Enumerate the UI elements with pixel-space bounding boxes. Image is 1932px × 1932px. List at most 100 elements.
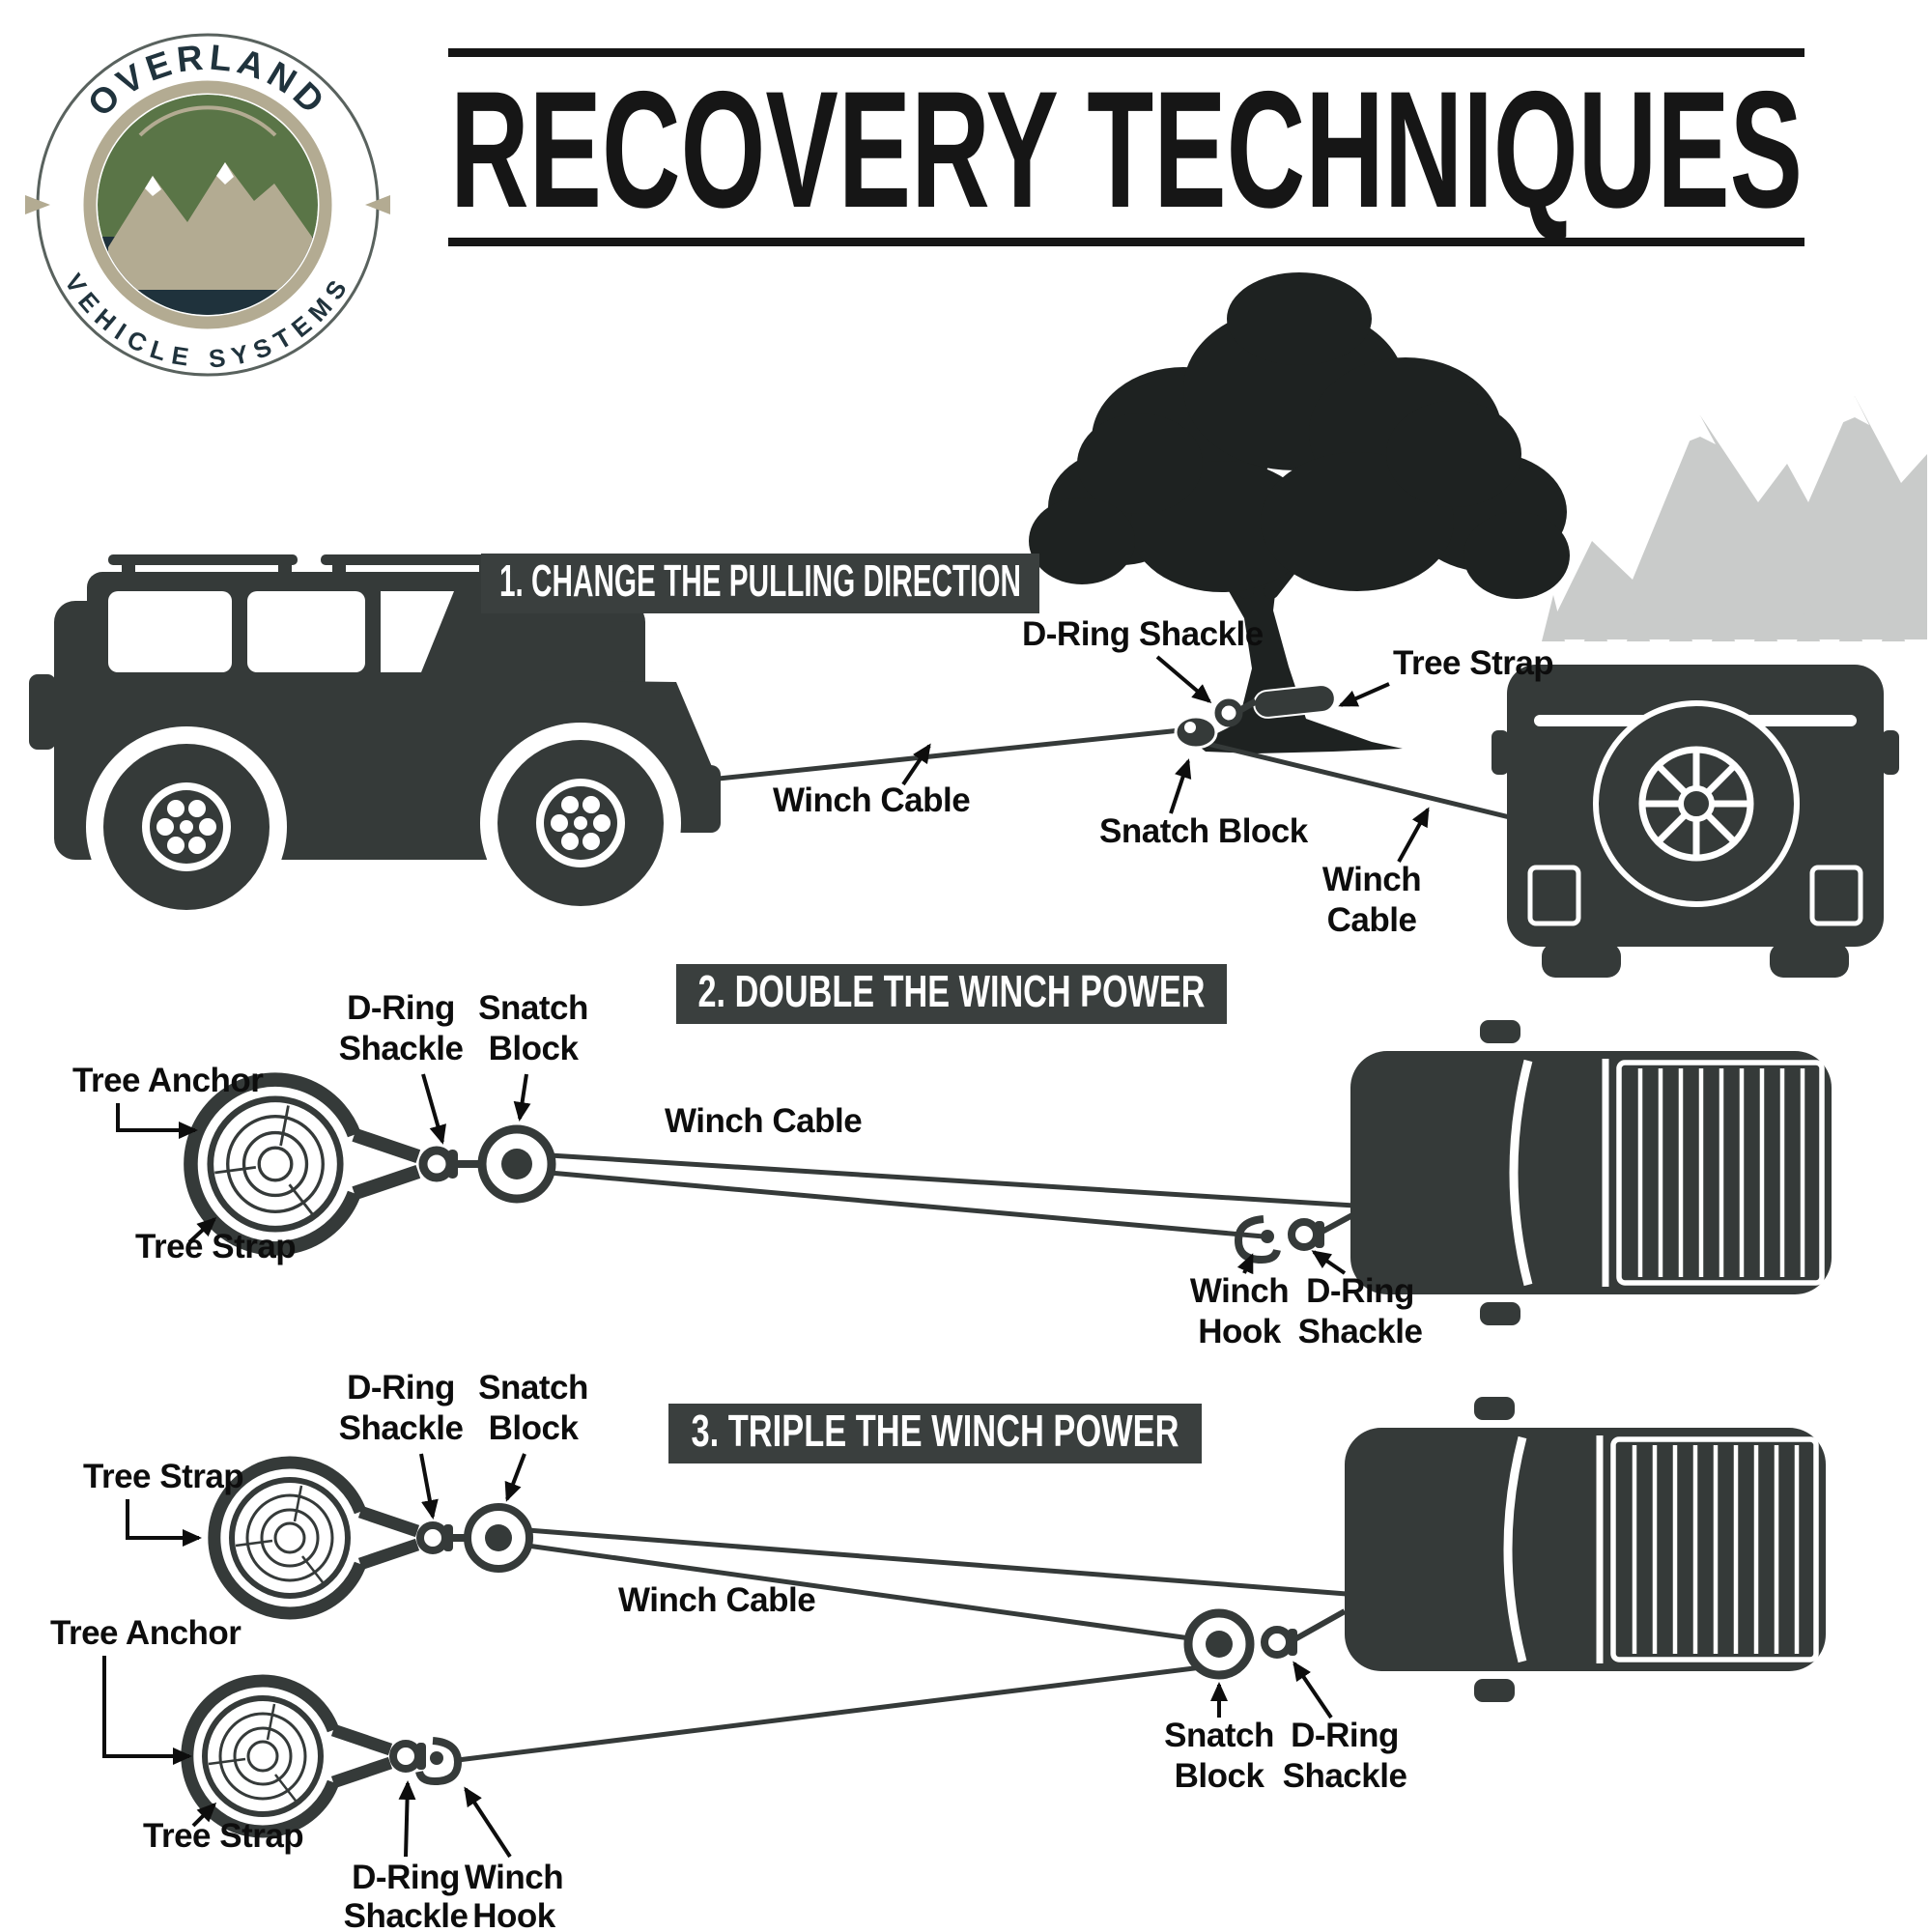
rear-bumper [29,674,56,750]
label-tree-anchor: Tree Anchor [72,1062,264,1099]
pointer-arrow [419,1453,439,1520]
label-winch-cable: Winch Cable [665,1102,862,1140]
jeep-rear-wheel [86,726,287,927]
logo-badge [98,95,318,315]
snatch-block-sheave [485,1524,512,1551]
section1-heading: 1. CHANGE THE PULLING DIRECTION [499,555,1021,606]
d-ring-shackle-icon [416,1521,449,1554]
section3-banner [668,1404,1202,1463]
winch-cable-line [526,1543,1191,1641]
winch-cable-line-1 [718,727,1181,781]
pointer-arrow [504,1453,526,1502]
pointer-arrow [1397,807,1430,863]
pointer-arrow [464,1786,512,1859]
label-d-ring-top-line2: Shackle [339,1409,464,1447]
label-tree-strap-bottom: Tree Strap [143,1817,303,1855]
shackle-pin [416,1743,426,1770]
label-snatch-top-line1: Snatch [478,1369,588,1406]
pointer-arrow [901,743,931,786]
pointer-arrow [1155,655,1212,703]
winch-cable-line [457,1664,1203,1763]
truck-snatch-assembly [1183,1608,1347,1680]
page-title: RECOVERY TECHNIQUES [450,57,1803,242]
tree-trunk [1196,576,1403,753]
label-winch-cable: Winch Cable [773,781,970,819]
label-d-ring-truck-line2: Shackle [1298,1313,1423,1350]
winch-cable-line [526,1527,1348,1597]
section2-banner [676,964,1227,1024]
pointer-arrow [1169,758,1192,814]
roof-rack-foot [122,565,135,575]
pointer-elbow [126,1499,202,1547]
logo-left-triangle-icon [25,195,50,214]
strap-link [1238,697,1258,714]
section3-heading: 3. TRIPLE THE WINCH POWER [692,1406,1179,1456]
jeep-front-wheel [480,723,681,923]
label-snatch-top-line2: Block [489,1409,580,1447]
label-d-ring-truck-line1: D-Ring [1291,1717,1399,1754]
section2-heading: 2. DOUBLE THE WINCH POWER [698,966,1206,1016]
label-d-ring-bottom-line1: D-Ring [352,1859,460,1896]
truck-top-view-2 [1350,1020,1832,1325]
label-snatch-truck-line2: Block [1175,1757,1265,1795]
label-d-ring-shackle: D-Ring Shackle [1022,615,1264,653]
label-d-ring-line1: D-Ring [347,989,455,1027]
pointer-arrow [513,1073,531,1122]
winch-cable-line [549,1152,1355,1208]
logo-mountains-icon [108,162,318,290]
tree-silhouette [1029,272,1570,753]
pointer-elbow [116,1103,198,1139]
label-winch-cable-2-line2: Cable [1327,901,1417,939]
mountain-snowcap-1 [1686,415,1716,444]
logo-tan-ring [83,80,332,329]
pointer-arrow [421,1073,446,1145]
right-mirror [1882,730,1899,775]
label-tree-anchor: Tree Anchor [50,1614,242,1652]
mountain-snowcap-2 [1841,396,1869,425]
mountains-icon [1544,396,1927,639]
tree-anchor-top [214,1463,417,1613]
pointer-arrow [1311,1250,1347,1275]
jeep-window [247,591,365,672]
winch-cable-line [549,1170,1264,1239]
pointer-arrow [1236,1253,1254,1275]
pointer-arrow [398,1780,416,1858]
roof-rack-foot [278,565,292,575]
tree-strap-rigging [1174,684,1336,750]
snatch-block-hole [1184,722,1196,733]
tree-canopy [1029,272,1570,599]
jeep-rear-silhouette [1492,665,1899,978]
logo-inner-arc [138,105,277,137]
tree-anchor [190,1080,417,1249]
right-tail-light [1809,865,1863,926]
d-ring-shackle-icon [1288,1218,1321,1251]
d-ring-shackle-icon [389,1740,422,1773]
d-ring-shackle-icon [1261,1626,1293,1659]
left-tire [1542,943,1621,978]
pointer-arrow [191,1802,217,1828]
label-winch-cable: Winch Cable [618,1581,815,1619]
tree-anchor-bottom [187,1681,390,1832]
pine-trees-icon [1542,591,1905,641]
link [1288,1608,1347,1645]
d-ring-shackle-icon [418,1146,455,1182]
label-tree-strap-top: Tree Strap [83,1458,243,1495]
left-tail-light [1527,865,1581,926]
spare-hub [1678,785,1715,822]
snatch-block-sheave [501,1149,532,1179]
shackle-snatch-assembly [418,1124,556,1204]
logo-snowcap-2 [216,162,234,185]
spare-rim-spokes [1644,752,1748,856]
shackle-hook-assembly-bottom [389,1737,463,1786]
jeep-window [381,591,454,672]
left-mirror [1492,730,1509,775]
roof-rack-foot [332,565,346,575]
roof-rack-bar [321,554,500,565]
snatch-block-icon [1174,715,1218,750]
snatch-block-sheave [1206,1631,1233,1658]
logo-snowcap-1 [145,176,161,196]
winch-hook-icon [415,1737,463,1786]
logo-right-triangle-icon [365,195,390,214]
